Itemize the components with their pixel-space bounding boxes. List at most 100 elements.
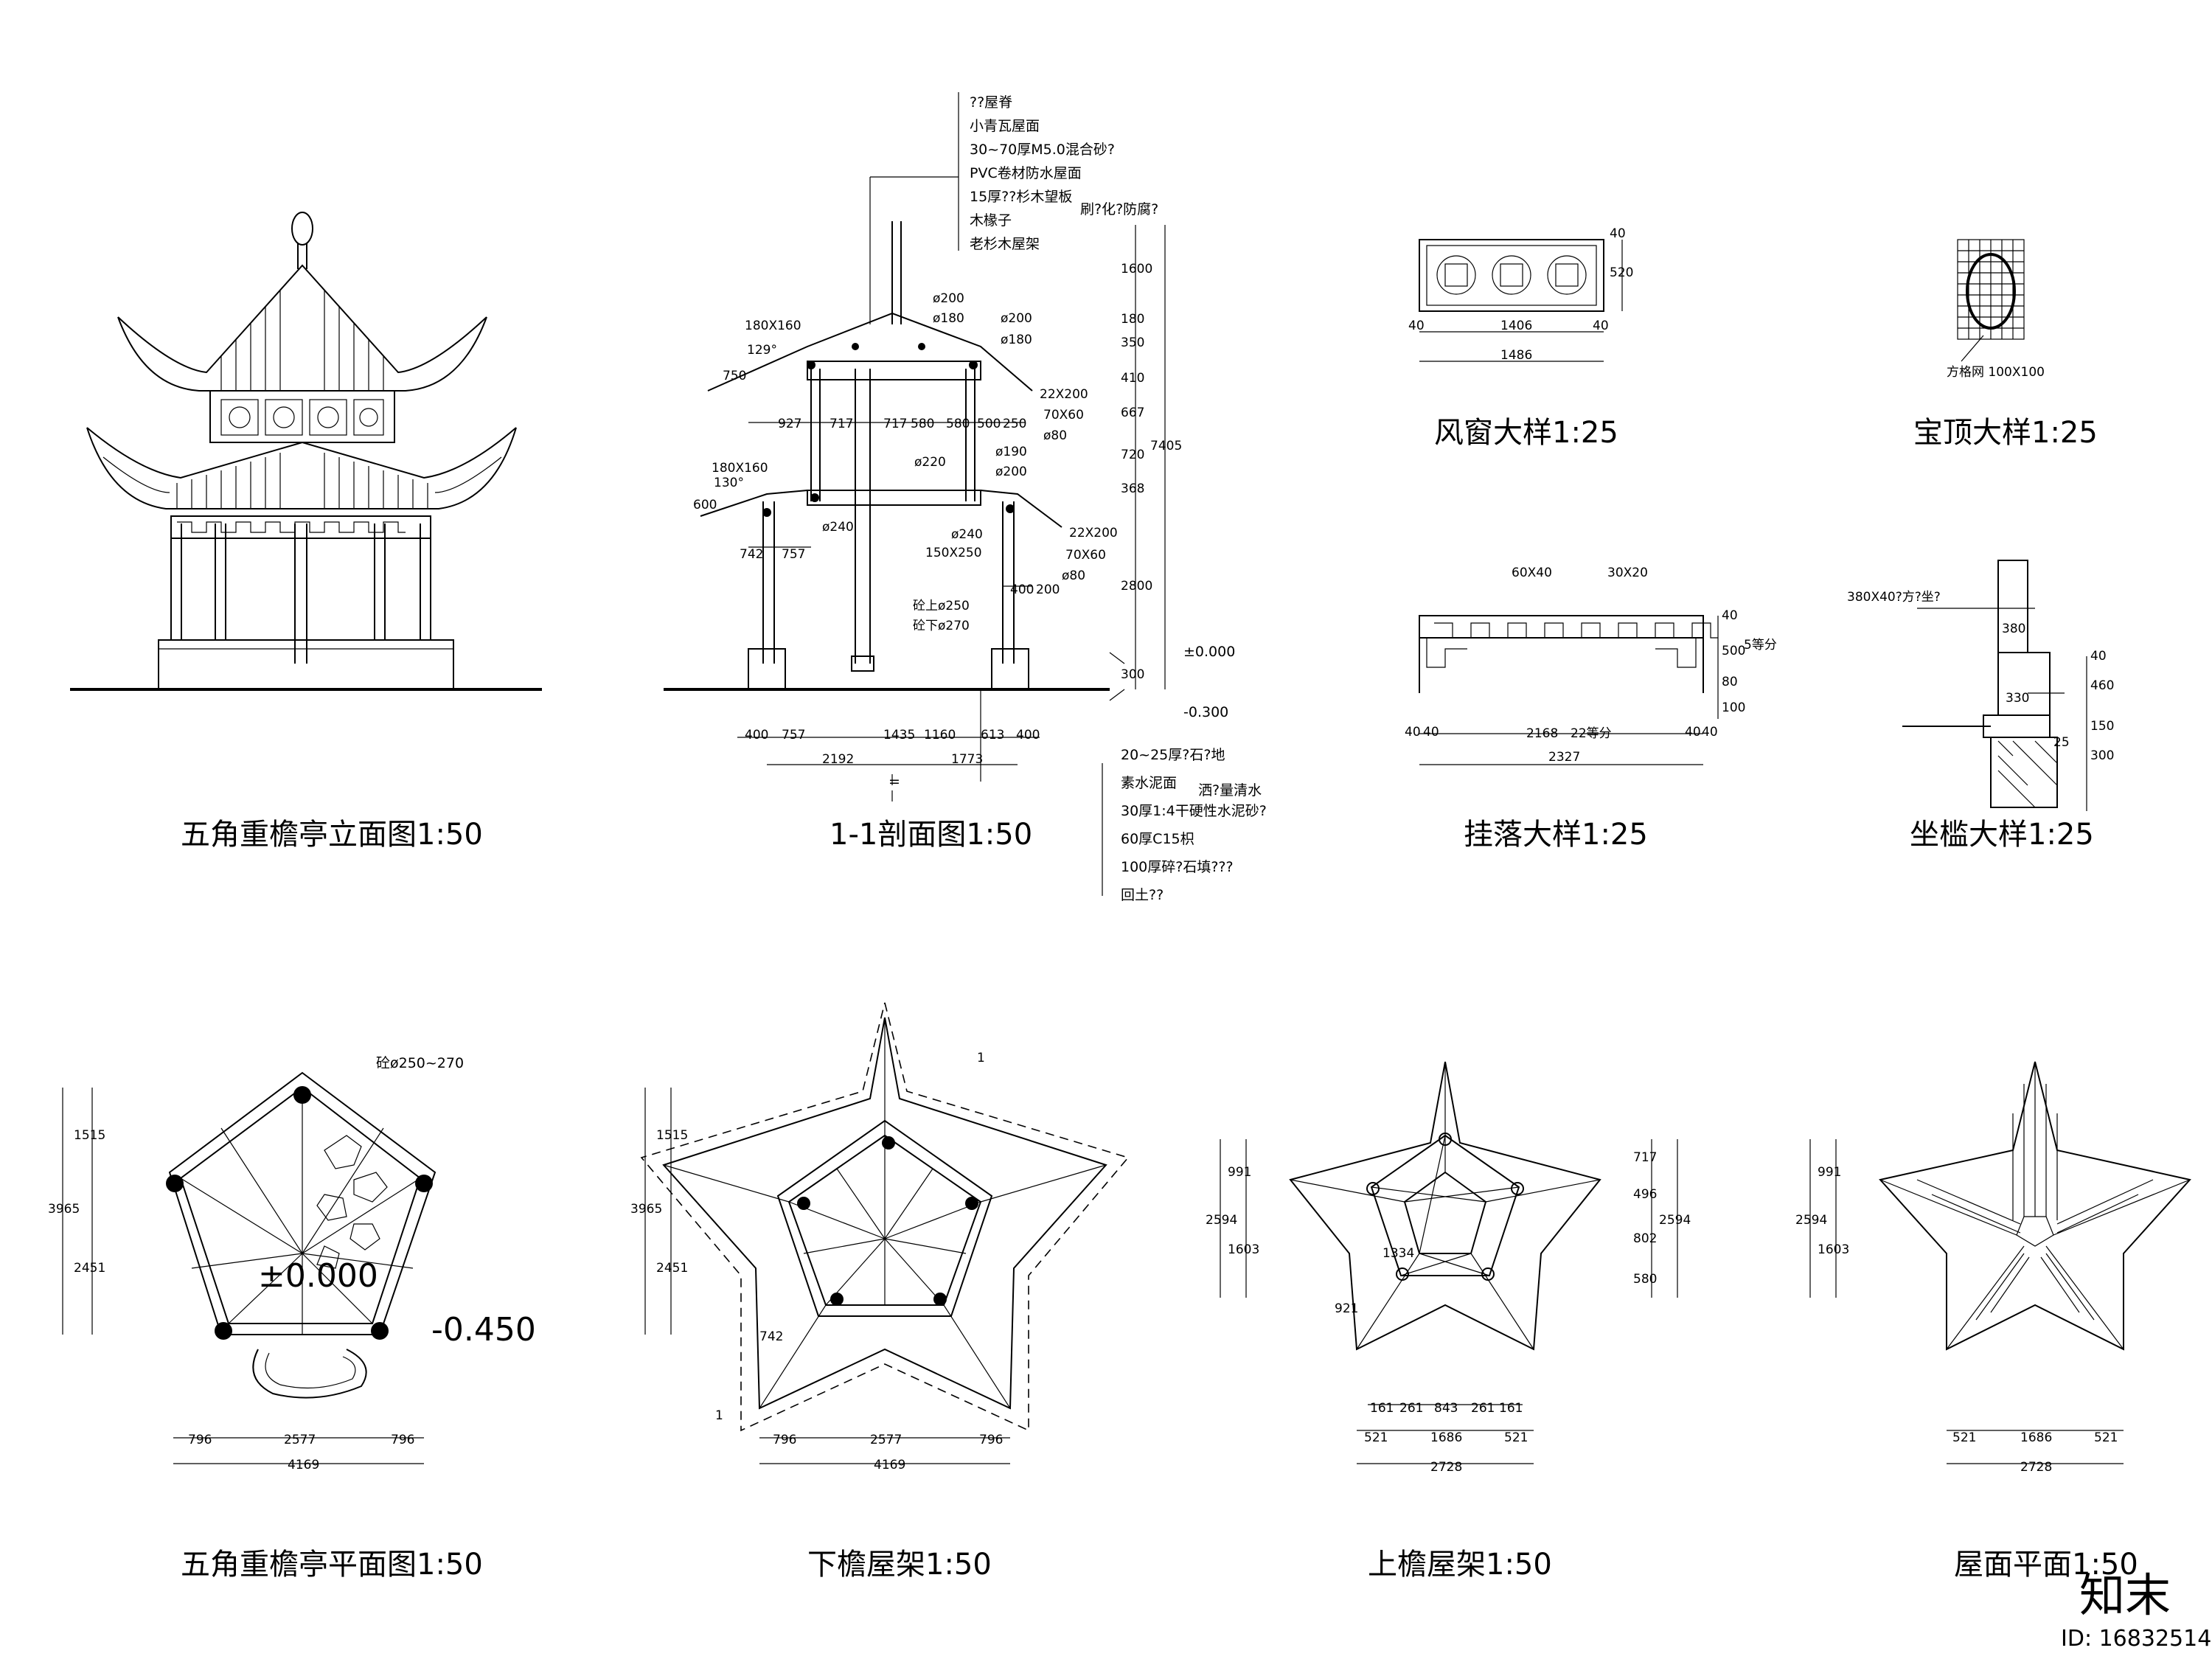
section-drawing xyxy=(664,92,1166,896)
wind-left: 40 xyxy=(1408,319,1425,333)
hang-top2: 30X20 xyxy=(1607,566,1648,580)
bottom-dim-2: 1435 xyxy=(883,728,915,742)
upper-htot: 2594 xyxy=(1206,1213,1237,1228)
upper-w5: 161 xyxy=(1499,1401,1523,1416)
column-upper: 砼上ø250 xyxy=(913,599,970,613)
roof-htot: 2594 xyxy=(1795,1213,1827,1228)
top-dim-6: 250 xyxy=(1003,417,1026,431)
upper-h1: 991 xyxy=(1228,1165,1251,1180)
upper-r2: 921 xyxy=(1335,1301,1358,1316)
upper-w1: 161 xyxy=(1370,1401,1394,1416)
lower-frame-dimensions: 1515 2451 3965 796 2577 796 4169 1 1 742 xyxy=(630,1051,1003,1472)
wind-right: 40 xyxy=(1593,319,1609,333)
floor-layer-2: 30厚1:4干硬性水泥砂? xyxy=(1121,803,1267,819)
mid-dim-3: 200 xyxy=(1036,582,1060,597)
upper-wtot: 2728 xyxy=(1430,1460,1462,1475)
hang-total: 2327 xyxy=(1548,750,1580,765)
hang-top1: 60X40 xyxy=(1512,566,1552,580)
d70x60-b: 70X60 xyxy=(1065,548,1106,563)
bottom-dim-4: 613 xyxy=(981,728,1004,742)
upper-frame-drawing xyxy=(1220,1061,1678,1464)
hang-r1: 40 xyxy=(1685,725,1701,740)
seat-drawing xyxy=(1902,560,2087,811)
hang-h2: 500 xyxy=(1722,644,1745,658)
upper-w2: 261 xyxy=(1399,1401,1423,1416)
seat-w2: 330 xyxy=(2006,691,2029,706)
seat-note: 380X40?方?坐? xyxy=(1847,590,1941,605)
wind-inner: 1406 xyxy=(1500,319,1532,333)
lower-w1: 796 xyxy=(773,1433,796,1447)
wind-window-drawing xyxy=(1419,239,1623,362)
hang-h3: 80 xyxy=(1722,675,1738,689)
height-dim-6: 368 xyxy=(1121,481,1144,496)
finial-note: 方格网 100X100 xyxy=(1947,365,2045,380)
top-dim-4: 580 xyxy=(946,417,970,431)
roof-plan-dimensions: 991 1603 2594 521 1686 521 2728 xyxy=(1795,1165,2118,1475)
floor-layer-3: 60厚C15枳 xyxy=(1121,831,1194,847)
section-symbol: = xyxy=(888,773,900,790)
bottom-dim-5: 400 xyxy=(1016,728,1040,742)
watermark: 知末 xyxy=(2079,1568,2171,1622)
seat-h3: 150 xyxy=(2090,719,2114,734)
d240-b: ø240 xyxy=(951,527,983,542)
height-dim-2: 350 xyxy=(1121,335,1144,350)
member-180x160-upper: 180X160 xyxy=(745,319,801,333)
height-dim-5: 720 xyxy=(1121,448,1144,462)
height-dim-8: 300 xyxy=(1121,667,1144,682)
floor-layer-5: 回土?? xyxy=(1121,887,1164,903)
height-dim-7: 2800 xyxy=(1121,579,1152,594)
upper-v1: 521 xyxy=(1364,1430,1388,1445)
upper-frame-dimensions: 991 1603 2594 717 496 802 580 2594 161 2… xyxy=(1206,1150,1691,1475)
plan-col-note: 砼ø250~270 xyxy=(376,1055,464,1071)
roof-layer-3: PVC卷材防水屋面 xyxy=(970,165,1082,181)
floor-layer-4: 100厚碎?石填??? xyxy=(1121,859,1234,875)
lower-w3: 796 xyxy=(979,1433,1003,1447)
roof-layer-0: ??屋脊 xyxy=(970,94,1012,111)
roof-wtot: 2728 xyxy=(2020,1460,2052,1475)
plan-w1: 796 xyxy=(188,1433,212,1447)
roof-h1: 991 xyxy=(1818,1165,1841,1180)
plan-h2: 2451 xyxy=(74,1261,105,1276)
seat-w1: 380 xyxy=(2002,622,2025,636)
roof-layer-2: 30~70厚M5.0混合砂? xyxy=(970,142,1115,158)
section-title: 1-1剖面图1:50 xyxy=(830,818,1032,852)
elevation-drawing xyxy=(70,212,542,691)
top-dim-1: 717 xyxy=(830,417,853,431)
hang-h1: 40 xyxy=(1722,608,1738,623)
roof-w2: 1686 xyxy=(2020,1430,2052,1445)
d240-a: ø240 xyxy=(822,520,854,535)
bottom-dim-3: 1160 xyxy=(924,728,956,742)
roof-w3: 521 xyxy=(2094,1430,2118,1445)
rafter-600: 600 xyxy=(693,498,717,512)
d70x60-a: 70X60 xyxy=(1043,408,1084,422)
hang-r2: 40 xyxy=(1702,725,1718,740)
upper-w4: 261 xyxy=(1471,1401,1495,1416)
plan-w3: 796 xyxy=(391,1433,414,1447)
d200-a: ø200 xyxy=(933,291,964,306)
d150x250: 150X250 xyxy=(925,546,982,560)
roof-h2: 1603 xyxy=(1818,1242,1849,1257)
seat-h2: 460 xyxy=(2090,678,2114,693)
roof-note: 刷?化?防腐? xyxy=(1080,201,1158,218)
hang-div2: 5等分 xyxy=(1744,638,1777,653)
wind-total: 1486 xyxy=(1500,348,1532,363)
image-id: ID: 168325140 xyxy=(2061,1626,2212,1652)
top-dim-2: 717 xyxy=(883,417,907,431)
height-dim-0: 1600 xyxy=(1121,262,1152,276)
plan-dimensions: 砼ø250~270 ±0.000 -0.450 1515 2451 3965 7… xyxy=(48,1055,536,1472)
floor-note: 洒?量清水 xyxy=(1198,782,1262,799)
wind-h1: 40 xyxy=(1610,226,1626,241)
height-dim-1: 180 xyxy=(1121,312,1144,327)
top-dim-5: 500 xyxy=(977,417,1001,431)
rafter-750: 750 xyxy=(723,369,746,383)
plan-w2: 2577 xyxy=(284,1433,316,1447)
plan-level-minus: -0.450 xyxy=(431,1311,536,1349)
section-dimensions: 927 717 717 580 580 500 250 742 757 400 … xyxy=(740,262,1182,767)
hanging-fret-drawing xyxy=(1419,615,1719,765)
wind-window-dimensions: 1406 1486 40 40 40 520 xyxy=(1408,226,1633,363)
roof-layer-4: 15厚??杉木望板 xyxy=(970,189,1072,205)
upper-h2: 1603 xyxy=(1228,1242,1259,1257)
column-lower: 砼下ø270 xyxy=(913,619,970,633)
hang-inner: 2168 xyxy=(1526,726,1558,741)
lower-h2: 2451 xyxy=(656,1261,688,1276)
